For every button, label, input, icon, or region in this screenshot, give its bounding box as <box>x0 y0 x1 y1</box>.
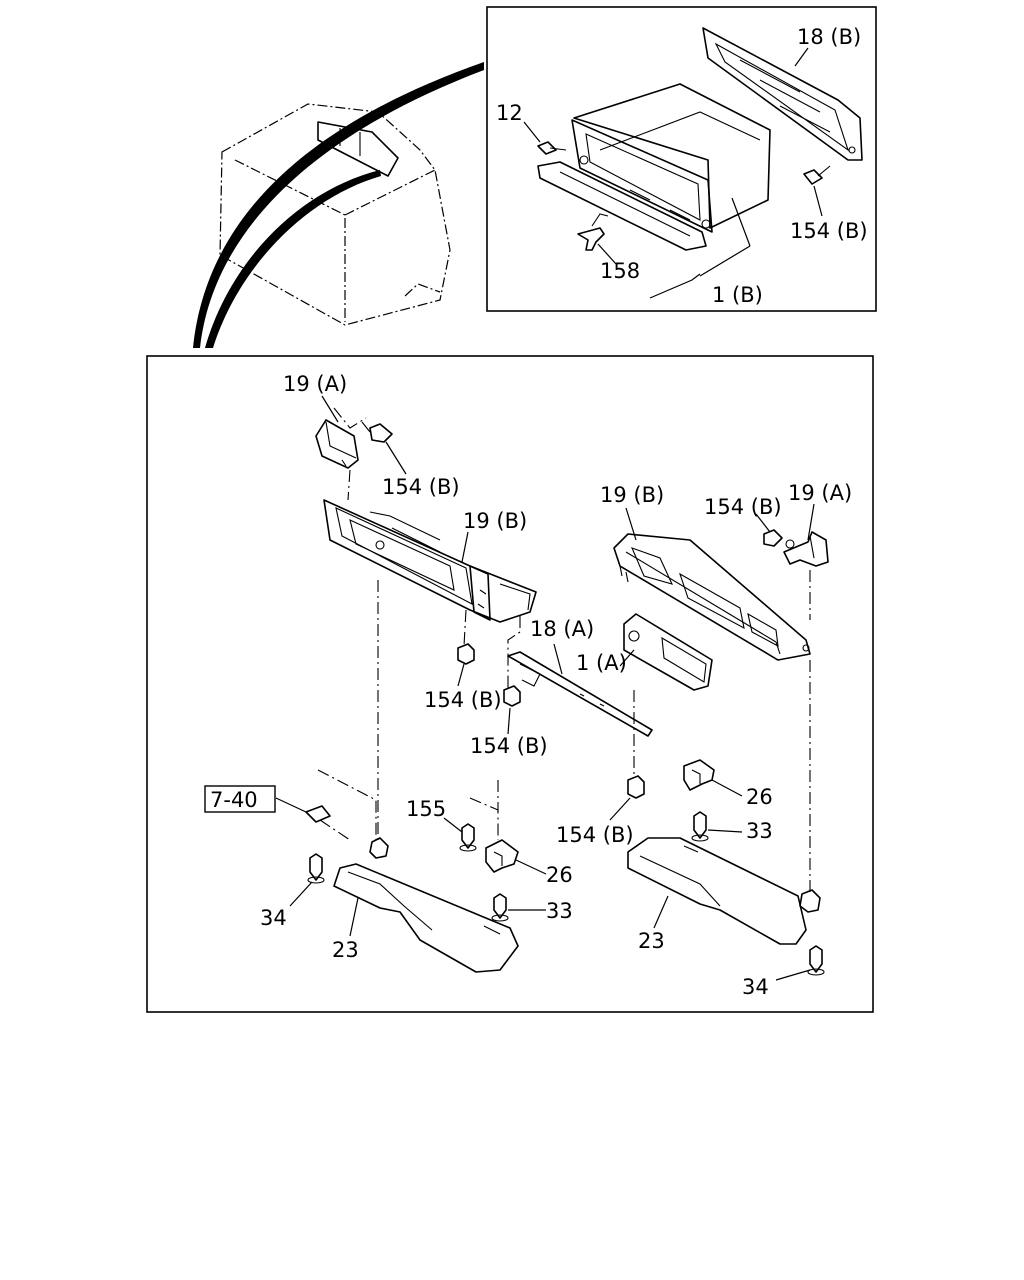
right-console-19b <box>613 533 811 661</box>
nut-parts <box>457 643 645 799</box>
right-bracket-19a <box>763 529 829 567</box>
label-right-19a: 19 (A) <box>788 481 852 505</box>
label-left-33: 33 <box>546 899 573 923</box>
label-left-26: 26 <box>546 863 573 887</box>
visor-hinges <box>305 805 821 913</box>
label-left-23: 23 <box>332 938 359 962</box>
cab-outline <box>219 103 451 326</box>
clip-parts <box>485 759 715 873</box>
rail-18a <box>507 651 653 737</box>
left-bracket-19a <box>315 407 393 469</box>
label-ref-7-40: 7-40 <box>210 788 258 812</box>
main-frame <box>146 355 874 1013</box>
top-inset-leaders <box>523 47 823 299</box>
callout-swoosh <box>193 62 484 348</box>
label-left-34: 34 <box>260 906 287 930</box>
label-mid-1a: 1 (A) <box>576 651 627 675</box>
label-top-18b: 18 (B) <box>797 25 861 49</box>
main-leaders <box>275 395 815 981</box>
label-left-19a: 19 (A) <box>283 372 347 396</box>
label-mid-154b: 154 (B) <box>470 734 548 758</box>
label-right-154b: 154 (B) <box>704 495 782 519</box>
left-console-19b <box>323 499 537 623</box>
label-mid-18a: 18 (A) <box>530 617 594 641</box>
part-labels: 18 (B) 12 154 (B) 158 1 (B) 19 (A) 154 (… <box>210 25 868 999</box>
label-right-154b-low: 154 (B) <box>556 823 634 847</box>
label-right-23: 23 <box>638 929 665 953</box>
top-inset-parts <box>537 27 863 251</box>
label-right-26: 26 <box>746 785 773 809</box>
sun-visors <box>333 837 807 973</box>
insert-1a <box>623 613 713 691</box>
label-left-19b: 19 (B) <box>463 509 527 533</box>
label-right-34: 34 <box>742 975 769 999</box>
assembly-lines <box>317 469 811 892</box>
label-right-33: 33 <box>746 819 773 843</box>
label-left-154b-b: 154 (B) <box>424 688 502 712</box>
label-top-1b: 1 (B) <box>712 283 763 307</box>
screw-parts <box>307 811 825 976</box>
label-left-154b-a: 154 (B) <box>382 475 460 499</box>
label-top-154b: 154 (B) <box>790 219 868 243</box>
label-left-155: 155 <box>406 797 446 821</box>
ref-box-7-40 <box>204 785 276 813</box>
label-right-19b: 19 (B) <box>600 483 664 507</box>
top-inset-frame <box>486 6 877 312</box>
label-top-12: 12 <box>496 101 523 125</box>
label-top-158: 158 <box>600 259 640 283</box>
